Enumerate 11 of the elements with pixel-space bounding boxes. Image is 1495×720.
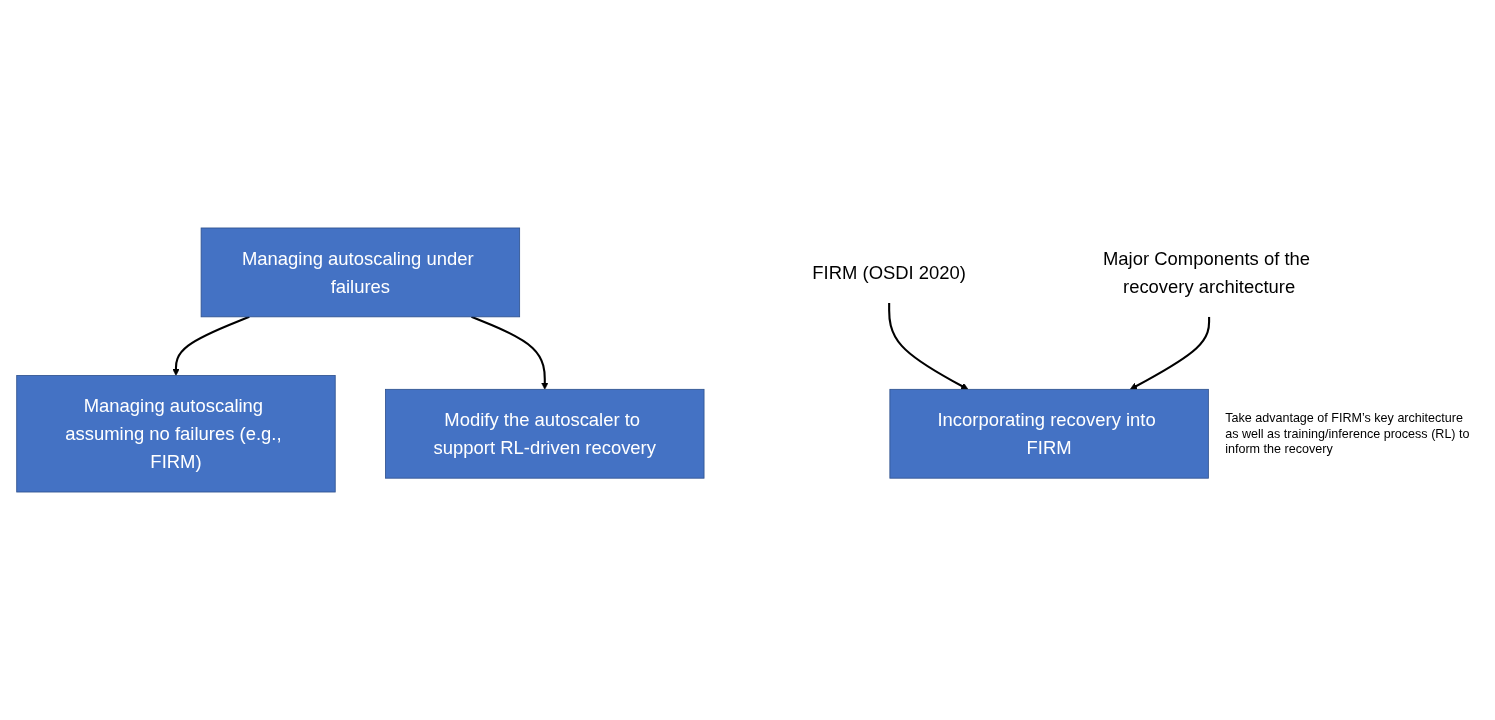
arrow: [1129, 316, 1211, 390]
arrow: [888, 303, 969, 390]
node-box: Managing autoscaling under failures: [200, 227, 521, 318]
node-text: FIRM (OSDI 2020): [812, 261, 967, 283]
arrow: [172, 315, 250, 376]
arrow: [471, 315, 549, 390]
node-box: Managing autoscaling assuming no failures (e.g., FIRM): [16, 375, 336, 493]
node-text: Major Components of the recovery architecture: [1103, 248, 1311, 297]
note-text: Take advantage of FIRM’s key architecture as well as training/inference process (RL) to inform the recovery: [1225, 410, 1470, 457]
node-box: Modify the autoscaler to support RL-driven recovery: [385, 388, 705, 479]
node-box: Incorporating recovery into FIRM: [889, 388, 1209, 479]
